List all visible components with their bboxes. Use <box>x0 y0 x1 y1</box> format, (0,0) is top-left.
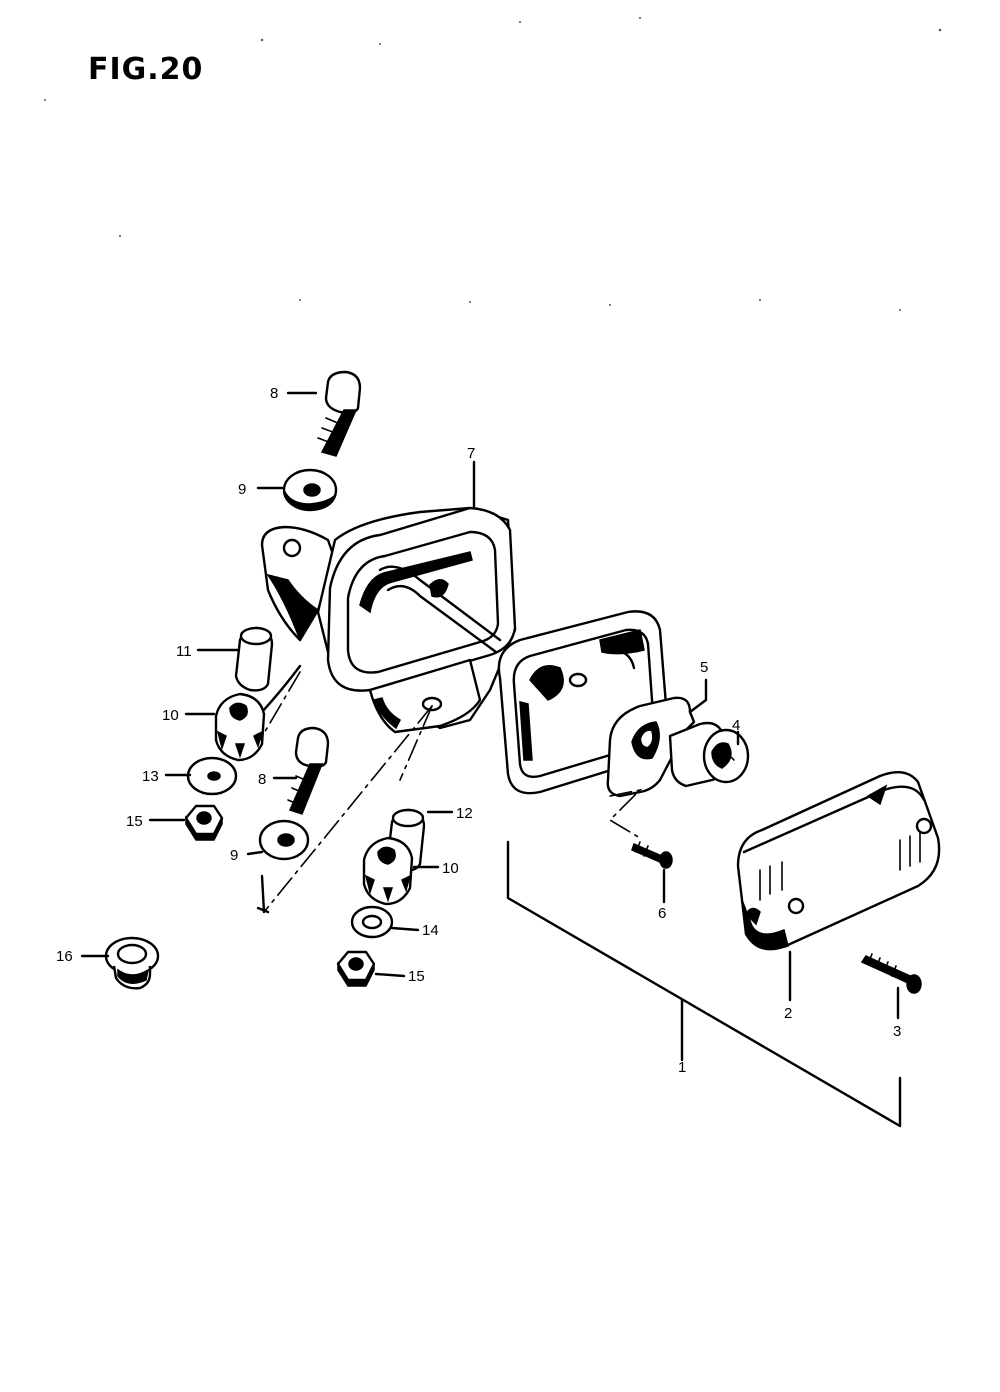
part-7-housing <box>253 506 517 734</box>
part-8-bolt-top <box>317 370 362 457</box>
callout-9-top: 9 <box>238 481 246 498</box>
part-14-washer <box>350 905 394 939</box>
callout-7: 7 <box>467 445 475 462</box>
callout-11: 11 <box>176 643 192 660</box>
callout-1: 1 <box>678 1059 686 1076</box>
leader-lines <box>80 391 902 1128</box>
part-9-washer-bottom <box>258 819 310 861</box>
callout-8-top: 8 <box>270 385 278 402</box>
callout-4: 4 <box>732 717 740 734</box>
part-15-nut-left <box>184 804 224 841</box>
part-13-washer <box>186 756 238 796</box>
callout-16: 16 <box>56 948 73 965</box>
part-10-grommet-left <box>214 692 266 762</box>
scan-specks <box>44 17 942 311</box>
part-6-screw <box>631 841 673 869</box>
part-8-bolt-bottom <box>287 726 330 815</box>
callout-5: 5 <box>700 659 708 676</box>
part-2-lens-cover <box>736 770 941 951</box>
figure-title: FIG.20 <box>88 52 204 87</box>
part-9-washer-top <box>282 468 338 512</box>
part-10-grommet-right <box>362 836 414 906</box>
callout-9-bottom: 9 <box>230 847 238 864</box>
callout-15-left: 15 <box>126 813 143 830</box>
part-3-screw <box>860 953 922 994</box>
callout-10-left: 10 <box>162 707 179 724</box>
part-15-nut-right <box>336 950 376 987</box>
callout-14: 14 <box>422 922 439 939</box>
callout-10-right: 10 <box>442 860 459 877</box>
part-5-bulb-holder <box>606 696 696 798</box>
callout-12: 12 <box>456 805 473 822</box>
callout-15-right: 15 <box>408 968 425 985</box>
callout-2: 2 <box>784 1005 792 1022</box>
part-16-grommet <box>104 936 160 990</box>
callout-13: 13 <box>142 768 159 785</box>
callout-8-bottom: 8 <box>258 771 266 788</box>
part-11-spacer <box>234 626 274 692</box>
callout-6: 6 <box>658 905 666 922</box>
callout-labels: 1 2 3 4 5 6 7 8 8 9 9 10 10 11 12 13 14 … <box>56 385 901 1076</box>
callout-3: 3 <box>893 1023 901 1040</box>
